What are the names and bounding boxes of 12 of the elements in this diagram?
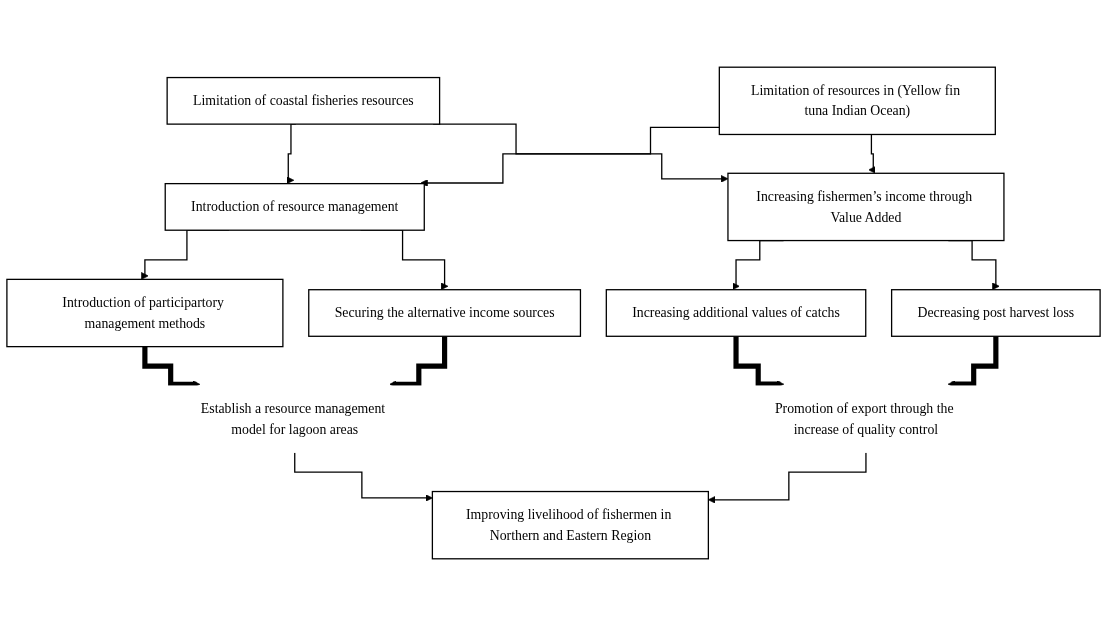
arrow <box>420 126 720 187</box>
node-box: Increasing fishermen’s income through Value Added <box>727 172 1005 242</box>
node-box: Increasing additional values of catchs <box>605 289 867 337</box>
node-box: Limitation of resources in (Yellow fin tuna Indian Ocean) <box>718 66 996 136</box>
node-box: Introduction of participartory management methods <box>6 278 284 348</box>
arrow <box>867 133 876 174</box>
node-box: Limitation of coastal fisheries resources <box>166 76 441 125</box>
node-box: Securing the alternative income sources <box>308 289 582 337</box>
node-box: Introduction of resource management <box>164 183 425 231</box>
node-box: Decreasing post harvest loss <box>890 289 1101 337</box>
arrow <box>294 452 433 502</box>
node-box: Improving livelihood of fishermen in Northern and Eastern Region <box>431 490 709 560</box>
